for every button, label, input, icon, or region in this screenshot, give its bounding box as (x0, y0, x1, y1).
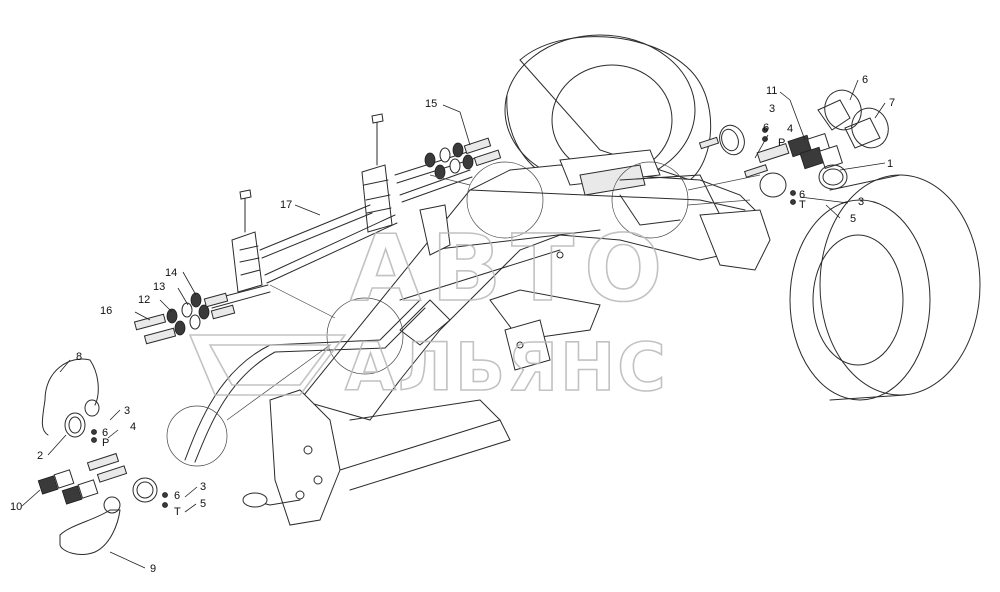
callout-6: 6 (102, 427, 108, 439)
port-letter-t: T (799, 199, 806, 211)
port-letter-t: T (174, 506, 181, 518)
port-letter-p: P (778, 137, 785, 149)
callout-3: 3 (769, 103, 775, 115)
callout-12: 12 (138, 294, 150, 306)
callout-15: 15 (425, 98, 437, 110)
callout-11: 11 (766, 85, 777, 97)
callout-7: 7 (889, 97, 895, 109)
callout-5: 5 (200, 498, 206, 510)
leader-lines (21, 79, 886, 569)
left-couplings (37, 358, 168, 555)
callout-6: 6 (862, 74, 868, 86)
hydraulic-pipes (209, 147, 483, 309)
mounting-brackets (231, 113, 393, 293)
right-tire (789, 174, 981, 401)
callout-16: 16 (100, 305, 112, 317)
callout-5: 5 (850, 213, 856, 225)
detail-circles (166, 161, 761, 467)
port-letters: P T P T (102, 137, 806, 518)
callout-1: 1 (887, 158, 893, 170)
callout-6: 6 (763, 122, 769, 134)
callout-2: 2 (37, 450, 43, 462)
callout-4: 4 (130, 421, 136, 433)
port-letter-p: P (102, 437, 109, 449)
callout-3: 3 (124, 405, 130, 417)
callout-6: 6 (799, 189, 805, 201)
callout-3: 3 (200, 481, 206, 493)
callout-14: 14 (165, 267, 177, 279)
upper-fittings (424, 137, 502, 180)
chassis-frame (242, 149, 771, 526)
callout-9: 9 (150, 563, 156, 575)
callout-17: 17 (280, 199, 292, 211)
rear-tire (504, 34, 712, 186)
callout-4: 4 (787, 123, 793, 135)
watermark: АВТО АЛЬЯНС (188, 214, 672, 407)
right-couplings (698, 89, 889, 205)
callout-8: 8 (76, 351, 82, 363)
callout-labels: 1 2 3 3 3 3 4 4 5 5 6 6 6 6 6 7 8 9 10 1… (10, 74, 895, 575)
callout-10: 10 (10, 501, 22, 513)
watermark-line-2: АЛЬЯНС (345, 329, 668, 406)
callout-6: 6 (174, 490, 180, 502)
left-fittings (133, 292, 236, 345)
watermark-line-1: АВТО (350, 215, 672, 322)
callout-3: 3 (858, 196, 864, 208)
callout-13: 13 (153, 281, 165, 293)
